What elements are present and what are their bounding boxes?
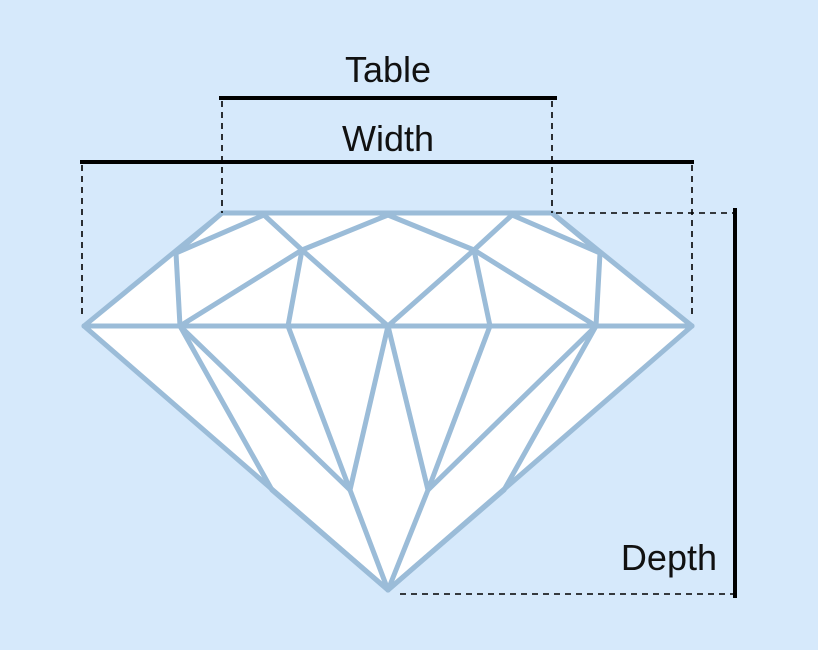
table-measurement: Table bbox=[219, 49, 557, 213]
depth-label: Depth bbox=[621, 537, 717, 578]
depth-measurement: Depth bbox=[400, 208, 737, 598]
width-measurement: Width bbox=[80, 118, 694, 316]
diamond bbox=[81, 210, 695, 593]
diamond-pavilion-facets bbox=[81, 323, 695, 593]
table-label: Table bbox=[345, 49, 431, 90]
width-label: Width bbox=[342, 118, 434, 159]
diamond-silhouette bbox=[84, 213, 692, 590]
